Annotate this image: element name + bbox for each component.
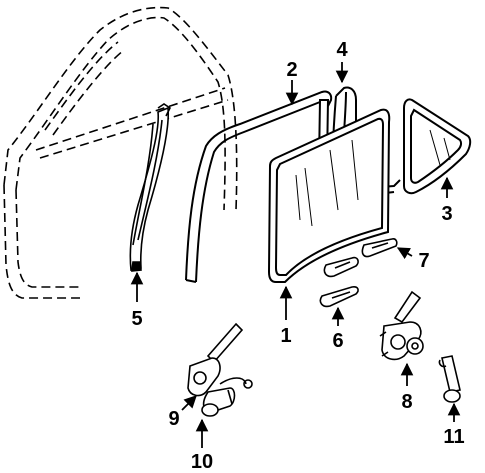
callout-3: 3 <box>441 203 452 225</box>
callout-7: 7 <box>418 250 429 272</box>
door-outline <box>3 6 238 299</box>
door-glass <box>267 108 391 283</box>
callout-9: 9 <box>168 408 179 430</box>
leader-9 <box>181 395 197 411</box>
glass-brackets <box>319 238 398 308</box>
window-crank-handle <box>438 355 461 403</box>
callout-labels: 1 2 3 4 5 6 7 8 9 10 11 <box>131 39 464 473</box>
glass-run-seal <box>185 90 333 283</box>
callout-6: 6 <box>332 330 343 352</box>
leader-lines <box>130 62 461 448</box>
callout-8: 8 <box>401 391 412 413</box>
callout-5: 5 <box>131 308 142 330</box>
rear-window-regulator <box>379 290 424 361</box>
leader-7 <box>396 247 413 260</box>
quarter-glass <box>403 98 472 195</box>
run-channel-front <box>129 103 172 272</box>
callout-1: 1 <box>280 325 291 347</box>
callout-10: 10 <box>191 451 213 473</box>
regulator-motor <box>201 387 236 417</box>
callout-2: 2 <box>286 59 297 81</box>
callout-4: 4 <box>336 39 348 61</box>
front-window-regulator <box>187 322 253 397</box>
callout-11: 11 <box>443 426 464 448</box>
